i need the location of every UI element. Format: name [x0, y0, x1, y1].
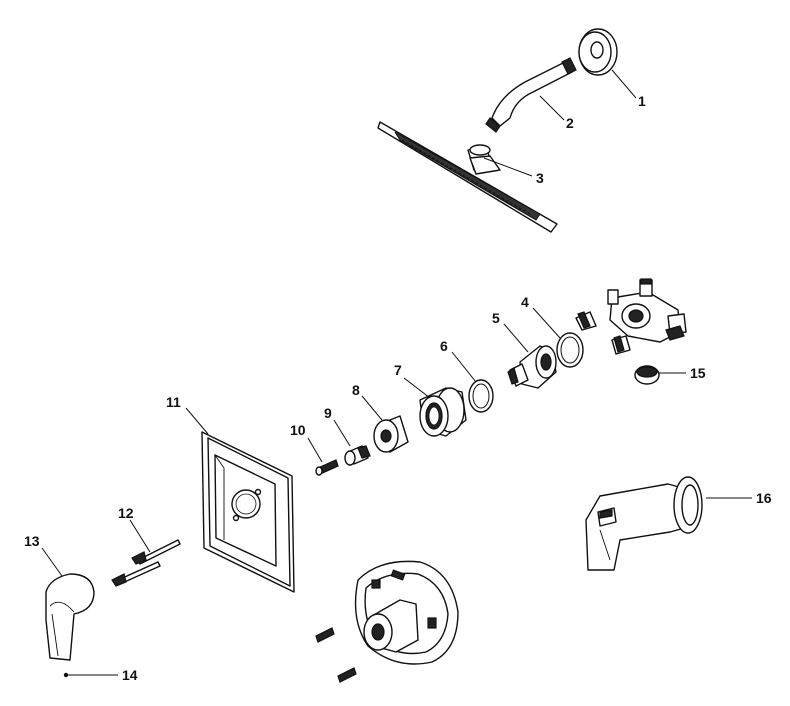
part-o-ring-large	[556, 332, 584, 368]
part-flange	[578, 28, 618, 76]
part-lever-handle	[45, 573, 95, 661]
part-screw	[315, 459, 339, 476]
part-rough-in-plate	[315, 560, 459, 683]
part-shower-arm	[485, 57, 577, 133]
callout-12: 12	[118, 505, 134, 521]
callout-4: 4	[521, 294, 529, 310]
part-escutcheon-plate	[201, 431, 295, 593]
callout-14: 14	[122, 667, 138, 683]
callout-5: 5	[492, 310, 500, 326]
callout-9: 9	[324, 405, 332, 421]
callout-6: 6	[440, 338, 448, 354]
callout-8: 8	[352, 382, 360, 398]
callout-labels: 1 2 3 4 5 6 7 8 9 10 11 12 13 14 15 16	[24, 93, 772, 683]
part-valve-body	[575, 278, 687, 355]
callout-10: 10	[290, 422, 306, 438]
callout-1: 1	[638, 93, 646, 109]
part-showerhead	[377, 121, 558, 233]
part-o-ring-small	[468, 379, 494, 413]
part-adapter	[344, 445, 371, 466]
part-mounting-screws	[111, 539, 181, 587]
callout-7: 7	[394, 362, 402, 378]
callout-13: 13	[24, 533, 40, 549]
callout-11: 11	[166, 394, 181, 410]
part-retainer-nut	[419, 387, 467, 437]
part-tub-spout	[585, 476, 703, 571]
leader-lines	[41, 69, 752, 676]
callout-2: 2	[566, 115, 574, 131]
part-stop-tube	[373, 415, 409, 453]
part-set-screw	[63, 672, 69, 678]
callout-3: 3	[536, 170, 544, 186]
callout-16: 16	[756, 490, 772, 506]
part-cartridge	[507, 345, 557, 389]
callout-15: 15	[690, 365, 706, 381]
part-plug	[634, 365, 660, 385]
